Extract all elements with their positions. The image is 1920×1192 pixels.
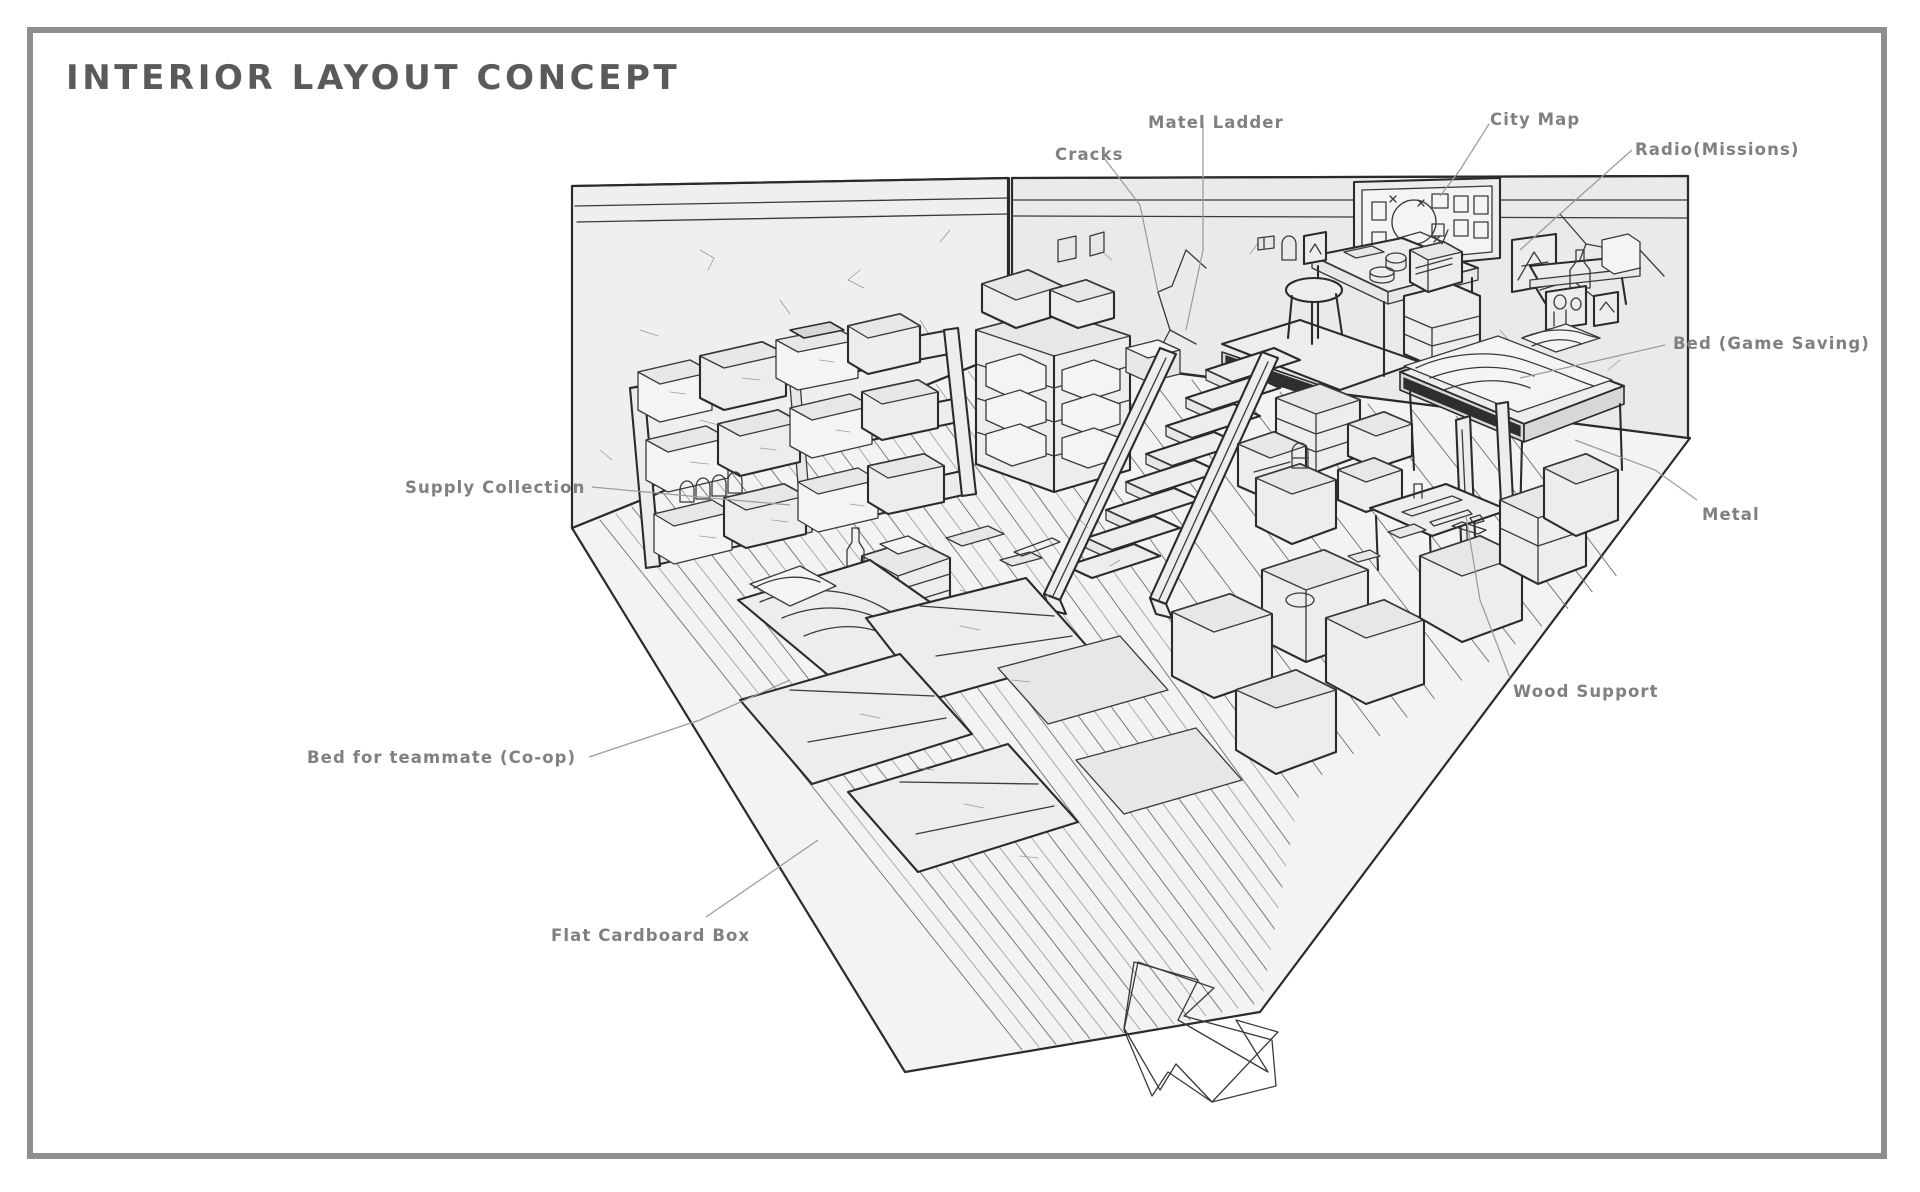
leader-bed-teammate: [588, 679, 791, 758]
label-cracks: Cracks: [1055, 145, 1124, 164]
teammate-pillow: [749, 565, 837, 607]
front-boxes: [1170, 592, 1338, 776]
wall-jar: [1281, 235, 1297, 261]
label-city-map: City Map: [1490, 110, 1581, 129]
mattress: [1403, 335, 1613, 413]
city-map-contents: [1371, 193, 1489, 249]
metal-ladder: [1042, 318, 1422, 620]
flat-box-d: [997, 635, 1169, 725]
small-jar-on-crate: [1291, 442, 1309, 469]
metal-locker-shelf: [974, 268, 1181, 494]
leader-wood-support: [1465, 515, 1511, 679]
switch-plate: [1257, 235, 1275, 251]
shelf-boxes-row2: [645, 378, 940, 493]
desk-area: [1057, 176, 1642, 378]
crate-top-item: [879, 535, 927, 555]
wall-shelf: [1528, 233, 1642, 316]
small-item-b: [1347, 549, 1381, 563]
locker-contents: [985, 353, 1121, 469]
wall-note-a: [1057, 235, 1077, 263]
leader-radio: [1519, 149, 1633, 251]
bottle-floor: [846, 527, 865, 571]
poster-small: [1592, 290, 1620, 328]
bed-game-saving: [1398, 323, 1626, 579]
label-matel-ladder: Matel Ladder: [1148, 113, 1284, 132]
leader-supply-collection: [591, 486, 791, 506]
radio-device: [1408, 229, 1464, 294]
leader-matel-ladder: [1185, 124, 1204, 331]
leader-bed-saving: [1519, 344, 1666, 379]
leader-lines-group: [588, 123, 1698, 918]
bottle: [1569, 249, 1591, 289]
desk-book: [1343, 245, 1385, 259]
wall-note-b: [1089, 231, 1105, 257]
leader-flat-cardboard: [705, 839, 819, 918]
floor-pipe: [1013, 537, 1061, 557]
direction-arrow: [1123, 961, 1279, 1103]
flat-box-b: [738, 652, 974, 786]
stool: [1284, 276, 1344, 346]
flat-box-c: [846, 742, 1080, 874]
crates-cluster-right: [1236, 382, 1620, 706]
leader-cracks: [1103, 157, 1159, 293]
flat-box-e: [1075, 727, 1243, 815]
shelf-boxes-row3: [653, 452, 946, 565]
label-bed-teammate: Bed for teammate (Co-op): [307, 748, 577, 767]
flat-cardboard-boxes: [738, 576, 1243, 874]
supply-shelving-unit: [628, 312, 978, 570]
leader-metal: [1574, 439, 1698, 501]
small-item-a: [1387, 523, 1427, 539]
label-metal: Metal: [1702, 505, 1760, 524]
pillow: [1521, 323, 1601, 353]
label-wood-support: Wood Support: [1513, 682, 1659, 701]
shelf-jars: [679, 471, 743, 503]
label-radio-missions: Radio(Missions): [1635, 140, 1800, 159]
tools-on-bench: [1401, 483, 1487, 535]
shelf-detail-marks: [669, 359, 865, 539]
shelf-box: [1601, 233, 1641, 275]
label-flat-cardboard: Flat Cardboard Box: [551, 926, 751, 945]
shelf-boxes-row1: [637, 312, 922, 423]
wall-frame-a: [1302, 230, 1328, 266]
floor-paper-a: [945, 525, 1005, 547]
page-title: INTERIOR LAYOUT CONCEPT: [66, 58, 681, 98]
label-supply-collection: Supply Collection: [405, 478, 586, 497]
leader-city-map: [1439, 123, 1490, 197]
desk-bowl: [1369, 266, 1395, 284]
label-bed-game-saving: Bed (Game Saving): [1673, 334, 1870, 353]
